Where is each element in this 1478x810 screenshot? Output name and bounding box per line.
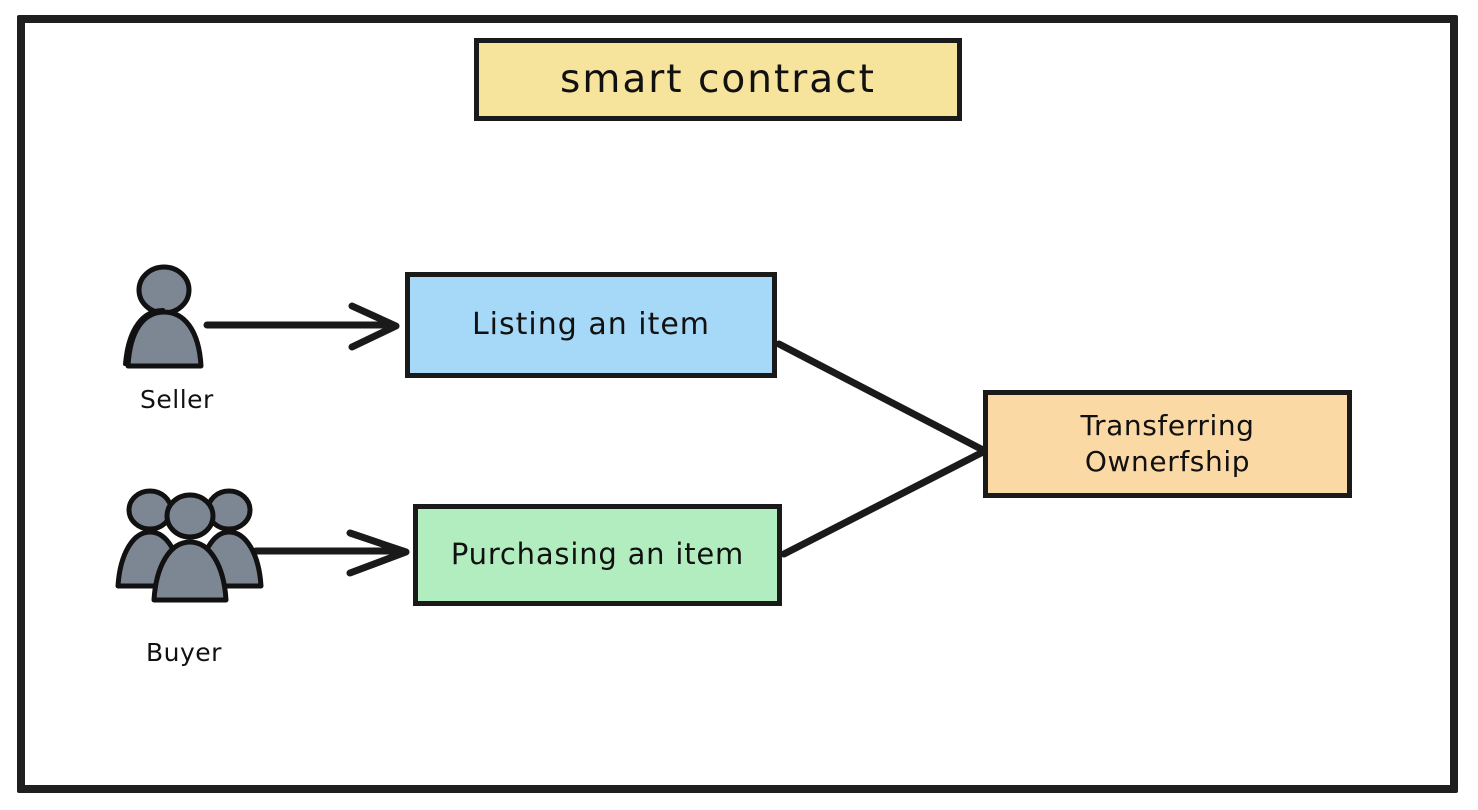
diagram-outer-boundary — [17, 15, 1458, 793]
node-transferring-ownership-label: Transferring Ownerfship — [1080, 409, 1255, 478]
buyer-actor[interactable] — [112, 482, 272, 607]
node-transferring-ownership[interactable]: Transferring Ownerfship — [983, 390, 1352, 498]
seller-label: Seller — [140, 385, 214, 414]
node-smart-contract[interactable]: smart contract — [474, 38, 962, 121]
buyer-label: Buyer — [146, 638, 222, 667]
node-purchasing-an-item[interactable]: Purchasing an item — [413, 504, 782, 606]
seller-actor[interactable] — [112, 258, 222, 373]
node-purchasing-an-item-label: Purchasing an item — [450, 537, 745, 572]
node-listing-an-item[interactable]: Listing an item — [405, 272, 777, 378]
node-listing-an-item-label: Listing an item — [471, 306, 711, 342]
people-group-icon — [115, 488, 264, 603]
node-smart-contract-label: smart contract — [560, 56, 876, 102]
single-person-icon — [123, 264, 204, 369]
